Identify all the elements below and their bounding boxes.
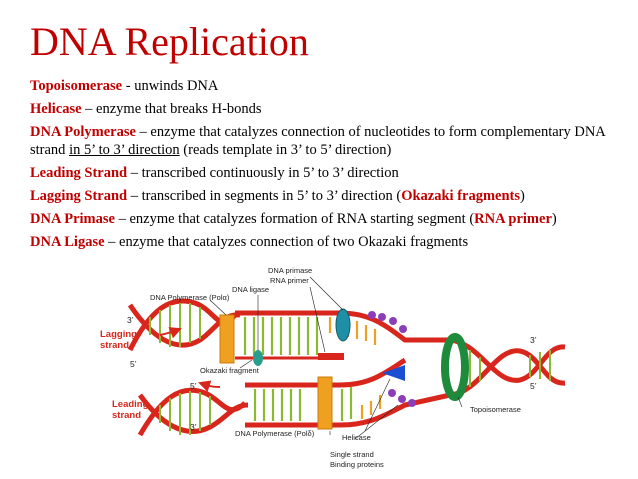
- topoisomerase-ring: [441, 333, 469, 401]
- label-lagging-strand-2: strand: [100, 340, 129, 351]
- definition-topoisomerase: Topoisomerase - unwinds DNA: [30, 77, 630, 95]
- label-topoisomerase: Topoisomerase: [470, 405, 521, 414]
- term: DNA Ligase: [30, 234, 105, 250]
- direction-underlined: in 5’ to 3’ direction: [69, 142, 180, 158]
- definition-leading-strand: Leading Strand – transcribed continuousl…: [30, 164, 630, 182]
- definition-text: – transcribed continuously in 5’ to 3’ d…: [127, 165, 399, 181]
- dna-polymerase-alpha-block: [219, 314, 235, 364]
- definition-text: – enzyme that catalyzes formation of RNA…: [114, 211, 475, 227]
- label-rna-primer: RNA primer: [270, 276, 309, 285]
- label-leading-strand-1: Leading: [112, 399, 149, 410]
- term: Helicase: [30, 101, 82, 117]
- slide-title: DNA Replication: [30, 19, 309, 64]
- term: Topoisomerase: [30, 78, 123, 94]
- end-right-top: 3’: [530, 335, 537, 345]
- definition-helicase: Helicase – enzyme that breaks H-bonds: [30, 100, 630, 118]
- definition-text: – enzyme that catalyzes connection of nu…: [30, 124, 605, 158]
- term: DNA Primase: [30, 211, 115, 227]
- leading-helix: [137, 387, 249, 437]
- label-ssb-line2: Binding proteins: [330, 460, 384, 469]
- definition-text: – enzyme that catalyzes connection of tw…: [104, 234, 469, 250]
- replication-fork-diagram: DNA primase RNA primer DNA Polymerase (P…: [100, 266, 566, 469]
- label-dna-ligase: DNA ligase: [232, 285, 269, 294]
- leading-arm: [245, 357, 451, 428]
- helicase-shape: [382, 365, 405, 381]
- definition-dna-primase: DNA Primase – enzyme that catalyzes form…: [30, 210, 630, 228]
- term: Leading Strand: [30, 165, 128, 181]
- end-lead-bottom: 3’: [190, 422, 197, 432]
- dna-polymerase-delta-block: [317, 376, 333, 430]
- definition-text: – transcribed in segments in 5’ to 3’ di…: [127, 188, 402, 204]
- label-dna-polymerase-delta: DNA Polymerase (Polδ): [235, 429, 315, 438]
- term-rna-primer: RNA primer: [474, 211, 552, 227]
- definition-text: (reads template in 3’ to 5’ direction): [179, 142, 392, 158]
- definition-text: – enzyme that breaks H-bonds: [81, 101, 262, 117]
- end-lead-top: 5’: [190, 381, 197, 391]
- dna-ligase-shape: [253, 350, 263, 366]
- parental-helix: [449, 337, 566, 398]
- label-lagging-strand-1: Lagging: [100, 329, 137, 340]
- definition-lagging-strand: Lagging Strand – transcribed in segments…: [30, 187, 630, 205]
- ssb-proteins: [368, 311, 416, 407]
- term-okazaki: Okazaki fragments: [401, 188, 521, 204]
- definition-text: ): [551, 211, 557, 227]
- label-dna-primase: DNA primase: [268, 266, 312, 275]
- term: DNA Polymerase: [30, 124, 136, 140]
- dna-primase-shape: [335, 308, 351, 342]
- label-ssb-line1: Single strand: [330, 450, 374, 459]
- label-dna-polymerase-alpha: DNA Polymerase (Polα): [150, 293, 230, 302]
- label-leading-strand-2: strand: [112, 410, 141, 421]
- definition-text: - unwinds DNA: [122, 78, 219, 94]
- label-helicase: Helicase: [342, 433, 371, 442]
- definition-text: ): [520, 188, 525, 204]
- definition-list: Topoisomerase - unwinds DNA Helicase – e…: [30, 77, 630, 256]
- label-okazaki-fragment: Okazaki fragment: [200, 366, 260, 375]
- end-lag-top: 3’: [127, 315, 134, 325]
- definition-dna-polymerase: DNA Polymerase – enzyme that catalyzes c…: [30, 123, 630, 159]
- term: Lagging Strand: [30, 188, 128, 204]
- end-lag-bottom: 5’: [130, 359, 137, 369]
- end-right-bottom: 5’: [530, 381, 537, 391]
- definition-dna-ligase: DNA Ligase – enzyme that catalyzes conne…: [30, 233, 630, 251]
